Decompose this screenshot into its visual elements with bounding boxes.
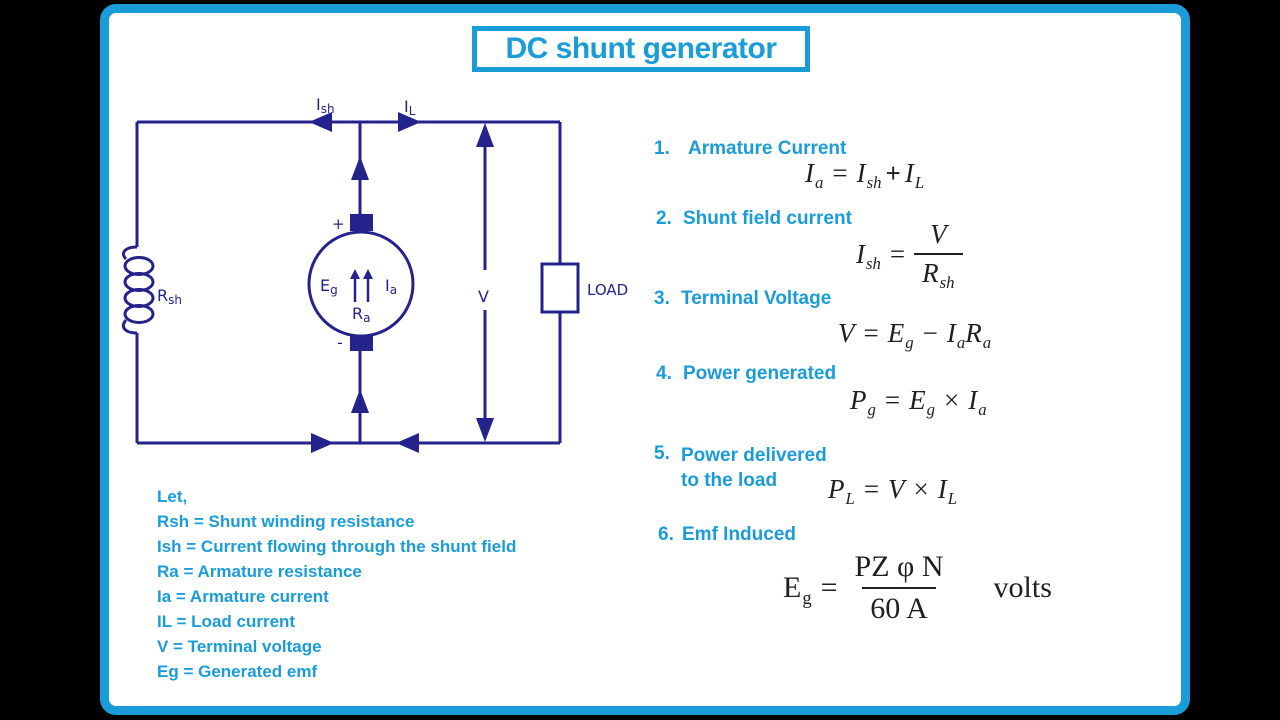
legend-line: Ra = Armature resistance	[157, 562, 362, 581]
label-load: LOAD	[587, 281, 628, 299]
heading-emf-induced: 6. Emf Induced	[658, 524, 797, 545]
arrow-v-top	[476, 123, 494, 147]
coil-loop	[123, 256, 155, 276]
legend-line: Ish = Current flowing through the shunt …	[157, 537, 517, 556]
formula-power-generated: Pg=Eg×Ia	[850, 385, 987, 420]
circuit-wires	[122, 120, 580, 445]
label-v: V	[478, 287, 489, 306]
heading-shunt-field-current: 2. Shunt field current	[656, 208, 852, 229]
arrow-bottom-left-dir	[396, 433, 419, 453]
armature-arrow-shafts	[353, 275, 370, 302]
legend-line: Eg = Generated emf	[157, 662, 318, 681]
armature-arrowhead-2	[363, 269, 373, 279]
legend-line: Rsh = Shunt winding resistance	[157, 512, 415, 531]
arrow-v-bottom	[476, 418, 494, 442]
circuit-arrowheads	[309, 112, 494, 453]
heading-armature-current: 1. Armature Current	[654, 138, 847, 159]
arrow-il-right	[398, 112, 421, 132]
arrow-up-bottom-branch	[351, 389, 369, 413]
legend-line: Let,	[157, 487, 188, 506]
label-ish: Ish	[316, 95, 335, 116]
coil-loop	[123, 272, 155, 292]
label-minus: -	[337, 333, 343, 352]
arrow-bottom-right-dir	[311, 433, 334, 453]
label-ia: Ia	[385, 276, 397, 297]
coil-loop	[123, 288, 155, 308]
coil-hook-bottom	[122, 319, 138, 335]
label-plus: +	[332, 215, 345, 233]
title-box: DC shunt generator	[472, 26, 810, 72]
brush-terminal-positive	[350, 214, 373, 231]
coil-loop	[123, 304, 155, 324]
load-box	[540, 262, 580, 314]
legend-line: Ia = Armature current	[157, 587, 329, 606]
formula-armature-current: Ia=Ish+IL	[805, 158, 925, 193]
label-il: IL	[404, 97, 416, 118]
arrow-ish-left	[309, 112, 332, 132]
formula-power-delivered: PL=V×IL	[828, 474, 958, 509]
label-eg: Eg	[320, 276, 338, 297]
heading-terminal-voltage: 3. Terminal Voltage	[654, 288, 832, 309]
label-rsh: Rsh	[157, 286, 182, 307]
legend-block: Let, Rsh = Shunt winding resistance Ish …	[157, 484, 516, 684]
label-ra: Ra	[352, 304, 370, 325]
legend-line: IL = Load current	[157, 612, 296, 631]
brush-terminal-negative	[350, 336, 373, 351]
heading-power-generated: 4. Power generated	[656, 363, 837, 384]
arrow-up-top-branch	[351, 156, 369, 180]
heading-power-delivered: 5. Power delivered to the load	[654, 443, 827, 491]
circuit-labels: Ish IL Rsh Eg Ia Ra V LOAD + -	[157, 95, 628, 352]
page-title: DC shunt generator	[505, 32, 777, 65]
coil-hook-top	[122, 245, 138, 261]
legend-line: V = Terminal voltage	[157, 637, 322, 656]
armature-arrowhead-1	[350, 269, 360, 279]
